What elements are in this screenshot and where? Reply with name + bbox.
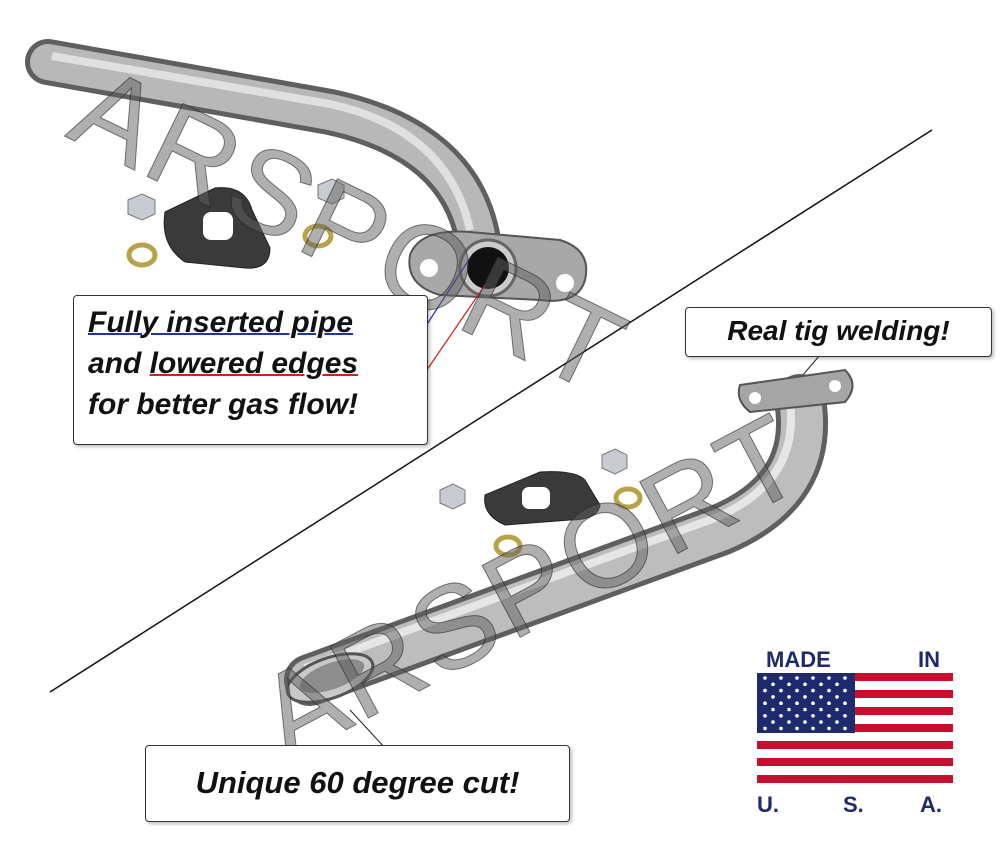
- flag-star: [827, 726, 831, 731]
- flag-star: [795, 676, 799, 680]
- flag-star: [803, 695, 807, 699]
- flag-star: [835, 720, 839, 724]
- flag-star: [835, 682, 839, 687]
- flag-star: [763, 688, 767, 693]
- flag-star: [787, 720, 791, 724]
- flag-star: [795, 701, 799, 705]
- callout-60-degree-cut: Unique 60 degree cut!: [145, 745, 570, 822]
- flag-star: [803, 682, 807, 687]
- flag-star: [827, 688, 831, 693]
- flag-star: [827, 714, 831, 718]
- flag-star: [819, 695, 823, 699]
- flag-star: [771, 707, 775, 712]
- flag-star: [843, 714, 847, 718]
- badge-a: A.: [920, 792, 942, 817]
- callout-tig-welding: Real tig welding!: [685, 307, 992, 357]
- callout-line-2-prefix: and: [88, 347, 150, 380]
- flag-star: [787, 695, 791, 699]
- flag-star: [811, 688, 815, 693]
- badge-s: S.: [843, 792, 864, 817]
- flag-star: [779, 688, 783, 693]
- callout-line-1: Fully inserted pipe: [88, 306, 354, 339]
- flag-star: [819, 720, 823, 724]
- flag-star: [779, 714, 783, 718]
- leader-line-blue: [419, 257, 471, 336]
- flag-star: [827, 701, 831, 705]
- leader-line-red: [419, 284, 486, 381]
- flag-star: [819, 707, 823, 712]
- flag-star: [835, 707, 839, 712]
- callout-line-3: for better gas flow!: [88, 388, 359, 421]
- callout-inserted-pipe: Fully inserted pipe and lowered edges fo…: [73, 295, 428, 445]
- flag-star: [843, 676, 847, 680]
- flag-star: [835, 695, 839, 699]
- callout-line-2-underlined: lowered edges: [149, 347, 359, 380]
- usa-flag: [757, 673, 953, 785]
- flag-star: [779, 676, 783, 680]
- flag-star: [827, 676, 831, 680]
- flag-star: [763, 726, 767, 731]
- flag-star: [787, 707, 791, 712]
- flag-star: [771, 695, 775, 699]
- bottom-hardware: [439, 448, 643, 558]
- divider-line: [49, 129, 933, 693]
- badge-made: MADE: [766, 647, 831, 672]
- flag-star: [771, 720, 775, 724]
- flag-star: [795, 726, 799, 731]
- flag-star: [811, 714, 815, 718]
- flag-star: [763, 714, 767, 718]
- flag-star: [843, 688, 847, 693]
- leader-line-cut: [349, 709, 386, 749]
- flag-star: [843, 726, 847, 731]
- top-hardware: [126, 178, 345, 269]
- flag-star: [803, 720, 807, 724]
- bottom-exhaust-pipe: [284, 368, 854, 706]
- flag-star: [763, 701, 767, 705]
- flag-star: [843, 701, 847, 705]
- flag-star: [819, 682, 823, 687]
- flag-star: [779, 726, 783, 731]
- flag-star: [795, 714, 799, 718]
- flag-star: [795, 688, 799, 693]
- flag-star: [803, 707, 807, 712]
- badge-u: U.: [757, 792, 779, 817]
- flag-star: [779, 701, 783, 705]
- flag-star: [787, 682, 791, 687]
- badge-in: IN: [918, 647, 940, 672]
- flag-star: [811, 726, 815, 731]
- flag-star: [811, 701, 815, 705]
- flag-star: [763, 676, 767, 680]
- flag-star: [811, 676, 815, 680]
- flag-star: [771, 682, 775, 687]
